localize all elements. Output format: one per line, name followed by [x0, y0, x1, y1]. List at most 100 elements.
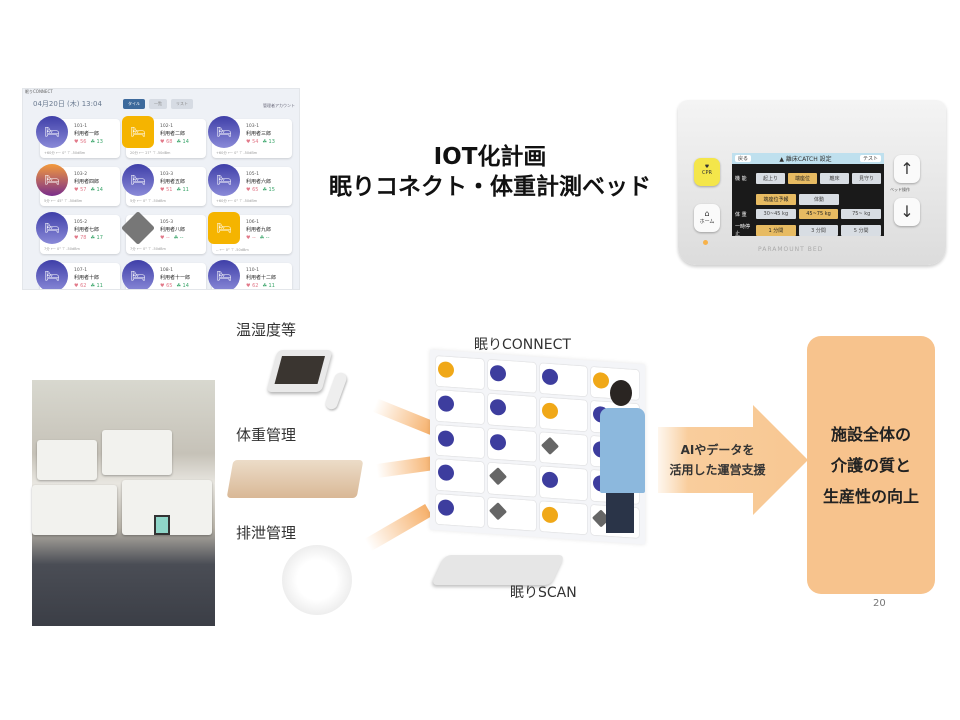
status-sleep-icon: 🛏 — [208, 260, 240, 289]
heart-rate: ♥ 65 — [246, 187, 259, 193]
resident-name: 利用者九郎 — [246, 227, 272, 233]
mini-card — [487, 497, 536, 531]
resident-name: 利用者二郎 — [160, 131, 186, 137]
status-warn-icon: 🛏 — [122, 116, 154, 148]
cpr-icon: ♥ — [704, 164, 710, 170]
mini-card — [436, 493, 484, 528]
status-icon — [488, 467, 507, 486]
bed-operation-label: ベッド操作 — [890, 187, 910, 192]
nemuri-connect-dashboard-screenshot: 眠りCONNECT 04月20日 (木) 13:04 タイル 一覧 リスト 管理… — [22, 88, 300, 290]
card-footer: 7分 ⟵ 0° ⊤ -50dBm — [44, 247, 80, 251]
status-sit-icon: 🛏 — [36, 164, 68, 196]
resident-card: 🛏 102-1 利用者二郎 ♥ 68☘ 14 20分 ⟵ 27° ⊤ -50dB… — [122, 116, 206, 158]
data-flow-beam — [364, 503, 433, 552]
home-button: ⌂ホーム — [694, 204, 720, 232]
status-icon — [541, 368, 558, 386]
status-icon — [438, 395, 454, 413]
bed-up-arrow-icon: ↑ — [894, 155, 920, 183]
respiration-rate: ☘ 11 — [90, 283, 103, 289]
status-icon — [438, 464, 454, 482]
status-sleep-icon: 🛏 — [208, 164, 240, 196]
tab-records: リスト — [171, 99, 193, 109]
status-sleep-icon: 🛏 — [36, 260, 68, 289]
nemuri-scan-label: 眠りSCAN — [510, 585, 577, 601]
room-number: 101-1 — [74, 124, 88, 129]
room-number: 105-2 — [74, 220, 88, 225]
mini-card — [436, 390, 484, 425]
room-number: 105-3 — [160, 220, 174, 225]
mini-card — [539, 363, 588, 397]
resident-name: 利用者四郎 — [74, 179, 100, 185]
account-label: 管理者アカウント — [263, 103, 295, 108]
home-icon: ⌂ — [704, 209, 710, 218]
card-footer: 20分 ⟵ 27° ⊤ -50dBm — [130, 151, 171, 155]
respiration-rate: ☘ 14 — [90, 187, 103, 193]
room-number: 103-1 — [246, 124, 260, 129]
resident-name: 利用者八郎 — [160, 227, 186, 233]
heart-rate: ♥ -- — [246, 235, 256, 241]
resident-card: 🛏 108-1 利用者十一郎 ♥ 65☘ 14 — [122, 260, 206, 289]
resident-name: 利用者十二郎 — [246, 275, 277, 281]
respiration-rate: ☘ 17 — [90, 235, 103, 241]
resident-card-grid: 🛏 101-1 利用者一郎 ♥ 56☘ 13 +60分 ⟵ 0° ⊤ -50dB… — [36, 116, 292, 289]
resident-card: 🛏 106-1 利用者九郎 ♥ --☘ -- -- ⟵ 0° ⊤ -50dBm — [208, 212, 292, 254]
data-flow-beam — [372, 398, 436, 435]
page-number: 20 — [873, 598, 886, 609]
heart-rate: ♥ 51 — [160, 187, 173, 193]
card-footer: 5分 ⟵ 0° ⊤ -50dBm — [130, 199, 166, 203]
right-arrow-icon — [658, 405, 808, 515]
heart-rate: ♥ 57 — [74, 187, 87, 193]
respiration-rate: ☘ 11 — [262, 283, 275, 289]
heart-rate: ♥ 62 — [74, 283, 87, 289]
panel-screen: 戻る▲ 離床CATCH 設定テスト 機 能 起上り端座位離床見守り 端座位予報体… — [732, 153, 884, 237]
heart-rate: ♥ -- — [160, 235, 170, 241]
mini-card — [436, 424, 484, 459]
respiration-rate: ☘ 14 — [176, 283, 189, 289]
resident-card: 🛏 105-2 利用者七郎 ♥ 78☘ 17 7分 ⟵ 0° ⊤ -50dBm — [36, 212, 120, 254]
input-label-excretion: 排泄管理 — [236, 524, 297, 542]
bed-down-arrow-icon: ↓ — [894, 198, 920, 226]
respiration-rate: ☘ 13 — [262, 139, 275, 145]
input-label-weight: 体重管理 — [236, 426, 297, 444]
status-sleep-icon: 🛏 — [208, 116, 240, 148]
resident-card: 🛏 103-3 利用者五郎 ♥ 51☘ 11 5分 ⟵ 0° ⊤ -50dBm — [122, 164, 206, 206]
status-icon — [541, 471, 558, 489]
room-number: 110-1 — [246, 268, 260, 273]
room-number: 107-1 — [74, 268, 88, 273]
card-footer: 5分 ⟵ 45° ⊤ -50dBm — [44, 199, 83, 203]
status-icon — [438, 498, 454, 516]
status-icon — [488, 501, 507, 520]
status-sleep-icon: 🛏 — [122, 164, 154, 196]
card-footer: 7分 ⟵ 0° ⊤ -50dBm — [130, 247, 166, 251]
respiration-rate: ☘ 14 — [176, 139, 189, 145]
resident-card: 🛏 105-1 利用者六郎 ♥ 65☘ 15 +60分 ⟵ 0° ⊤ -50dB… — [208, 164, 292, 206]
data-flow-beam — [376, 455, 436, 478]
respiration-rate: ☘ -- — [259, 235, 270, 241]
heart-rate: ♥ 65 — [160, 283, 173, 289]
card-footer: +60分 ⟵ 0° ⊤ -50dBm — [216, 151, 258, 155]
heart-rate: ♥ 54 — [246, 139, 259, 145]
status-sleep-icon: 🛏 — [36, 212, 68, 244]
status-warn-icon: 🛏 — [208, 212, 240, 244]
status-icon — [438, 429, 454, 447]
respiration-rate: ☘ 13 — [90, 139, 103, 145]
resident-name: 利用者十郎 — [74, 275, 100, 281]
indicator-light — [703, 240, 708, 245]
bed-control-panel-photo: ♥CPR ⌂ホーム ↑ ベッド操作 ↓ 戻る▲ 離床CATCH 設定テスト 機 … — [678, 100, 946, 265]
goal-box: 施設全体の 介護の質と 生産性の向上 — [807, 336, 935, 594]
card-footer: +60分 ⟵ 0° ⊤ -50dBm — [44, 151, 86, 155]
mini-card — [487, 462, 536, 497]
nemuri-connect-label: 眠りCONNECT — [474, 337, 571, 353]
resident-card: 🛏 103-2 利用者四郎 ♥ 57☘ 14 5分 ⟵ 45° ⊤ -50dBm — [36, 164, 120, 206]
beds-in-facility-photo — [32, 380, 215, 626]
resident-card: 🛏 101-1 利用者一郎 ♥ 56☘ 13 +60分 ⟵ 0° ⊤ -50dB… — [36, 116, 120, 158]
heart-rate: ♥ 68 — [160, 139, 173, 145]
resident-card: 105-3 利用者八郎 ♥ --☘ -- 7分 ⟵ 0° ⊤ -50dBm — [121, 211, 206, 254]
status-icon — [489, 433, 506, 451]
heart-rate: ♥ 78 — [74, 235, 87, 241]
mini-card — [487, 428, 536, 463]
room-number: 105-1 — [246, 172, 260, 177]
resident-card: 🛏 103-1 利用者三郎 ♥ 54☘ 13 +60分 ⟵ 0° ⊤ -50dB… — [208, 116, 292, 158]
status-icon — [541, 505, 558, 523]
staff-person-image — [600, 380, 650, 540]
